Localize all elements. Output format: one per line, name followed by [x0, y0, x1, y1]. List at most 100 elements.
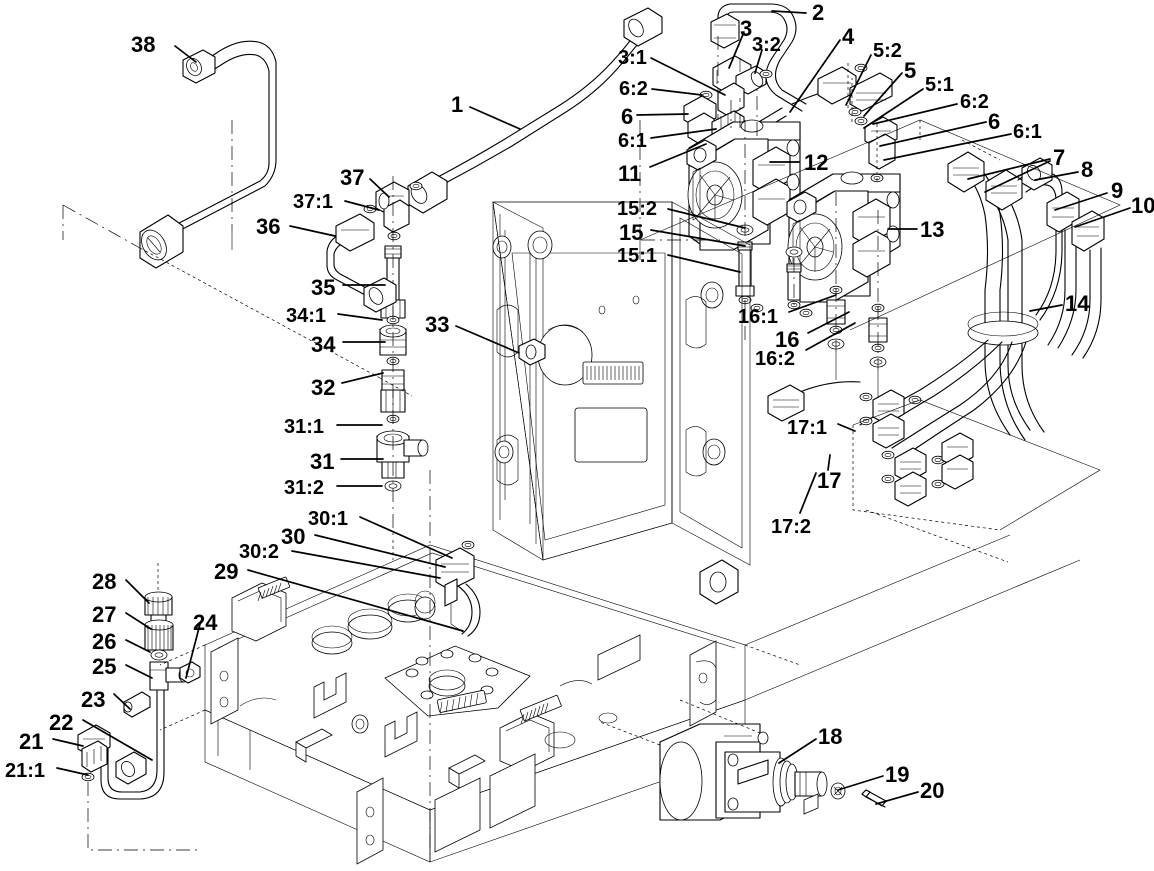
hose-to-frame: [767, 381, 861, 422]
callout-label-36: 36: [256, 214, 281, 239]
leader-line-c9: [1054, 192, 1108, 211]
callout-label-34: 34: [311, 332, 336, 357]
callout-label-11: 11: [618, 161, 642, 186]
callout-label-14: 14: [1065, 291, 1090, 316]
callout-label-19: 19: [885, 762, 910, 787]
deck-holes: [311, 593, 429, 655]
washer-19: [830, 782, 846, 800]
callout-label-5-1: 5:1: [925, 74, 954, 96]
hose-1: [407, 7, 663, 214]
leader-line-c6_1a: [650, 128, 717, 139]
callout-label-6-2: 6:2: [619, 78, 648, 100]
hose-fitting-7a: [947, 151, 985, 193]
elbow-21: [77, 724, 111, 773]
leader-line-c5_2: [845, 54, 872, 106]
leader-line-c6_1b: [883, 133, 1012, 161]
hose-clamp-14: [967, 311, 1039, 346]
callout-label-4: 4: [842, 24, 855, 49]
callout-label-6-1: 6:1: [618, 130, 647, 152]
bolt-20: [861, 789, 887, 808]
callout-label-38: 38: [131, 32, 156, 57]
callout-label-12: 12: [804, 150, 829, 175]
fitting-16-cluster: [826, 285, 888, 368]
leader-line-c19: [837, 775, 884, 791]
callout-label-5-2: 5:2: [873, 40, 902, 62]
leader-line-c15_1: [667, 254, 741, 273]
leader-line-c14: [1029, 304, 1063, 312]
callout-label-3: 3: [740, 16, 753, 41]
callout-label-30: 30: [281, 524, 306, 549]
leader-line-c6_2a: [651, 88, 703, 96]
callout-label-6-2: 6:2: [960, 91, 989, 113]
callout-label-2: 2: [812, 0, 825, 25]
hose-end-fitting-left: [407, 171, 448, 214]
leader-line-c2: [771, 10, 807, 14]
leader-line-c30_2: [291, 550, 441, 579]
callout-label-32: 32: [311, 375, 336, 400]
leader-line-c11: [649, 143, 707, 168]
fitting-17-row6: [941, 454, 974, 490]
callout-label-30-1: 30:1: [308, 508, 349, 530]
construction-lines: [62, 36, 1121, 862]
callout-label-24: 24: [193, 610, 218, 635]
callout-label-37-1: 37:1: [293, 191, 334, 213]
leader-line-c4: [789, 39, 841, 113]
callout-label-37: 37: [340, 165, 365, 190]
frame-chassis: [204, 201, 751, 865]
callout-label-31: 31: [310, 449, 335, 474]
callout-label-31-1: 31:1: [284, 416, 325, 438]
leader-line-c29: [247, 569, 464, 632]
tube-5: [791, 63, 893, 117]
callout-label-27: 27: [92, 602, 117, 627]
callout-label-18: 18: [818, 724, 843, 749]
hose-fitting-22-end: [115, 751, 147, 785]
leader-line-c32: [341, 372, 384, 384]
leader-line-c33: [455, 325, 520, 354]
hose-group-7-8-9-10: [859, 151, 1105, 456]
callout-label-29: 29: [214, 559, 239, 584]
leader-line-c30: [314, 534, 446, 568]
motor-assembly-18: [659, 723, 828, 821]
leader-line-c27: [125, 612, 152, 630]
coupling-lower-left: [139, 214, 184, 269]
callout-label-3-1: 3:1: [618, 47, 647, 69]
cap-28: [144, 591, 173, 626]
leader-line-c15_2: [667, 208, 746, 229]
leader-line-c10: [1074, 207, 1131, 228]
callout-label-10: 10: [1131, 193, 1154, 218]
plug-23: [123, 691, 151, 718]
callout-label-13: 13: [920, 217, 945, 242]
leader-line-c7: [967, 158, 1051, 180]
elbow-31: [376, 430, 429, 479]
callout-label-28: 28: [92, 569, 117, 594]
leader-line-c6b: [879, 121, 987, 147]
leader-line-c6a: [636, 113, 689, 116]
callout-label-9: 9: [1111, 178, 1124, 203]
leader-line-c25: [125, 664, 153, 679]
callout-label-35: 35: [311, 275, 336, 300]
callout-label-7: 7: [1053, 145, 1066, 170]
leader-line-c16: [807, 311, 850, 334]
callout-label-17-2: 17:2: [771, 516, 812, 538]
callout-label-15-1: 15:1: [617, 245, 658, 267]
leader-line-c20: [875, 791, 919, 805]
nut-24: [179, 661, 201, 684]
callout-label-23: 23: [81, 687, 106, 712]
tube-36: [326, 213, 397, 313]
callout-label-6: 6: [621, 104, 634, 129]
leader-line-c17_2: [799, 472, 817, 514]
fitting-17-cluster: [859, 389, 974, 507]
leader-line-c28: [125, 579, 150, 604]
leader-line-c38: [174, 45, 197, 63]
leader-line-c26: [125, 639, 151, 653]
callout-label-25: 25: [92, 654, 117, 679]
callout-label-17: 17: [817, 468, 842, 493]
leader-line-c17: [827, 454, 831, 471]
hose-fitting-10: [1071, 210, 1105, 252]
callout-label-17-1: 17:1: [787, 417, 828, 439]
vertical-fitting-stack: [363, 176, 429, 540]
elbow-37: [375, 181, 410, 233]
pump-assembly-12: [686, 119, 801, 251]
